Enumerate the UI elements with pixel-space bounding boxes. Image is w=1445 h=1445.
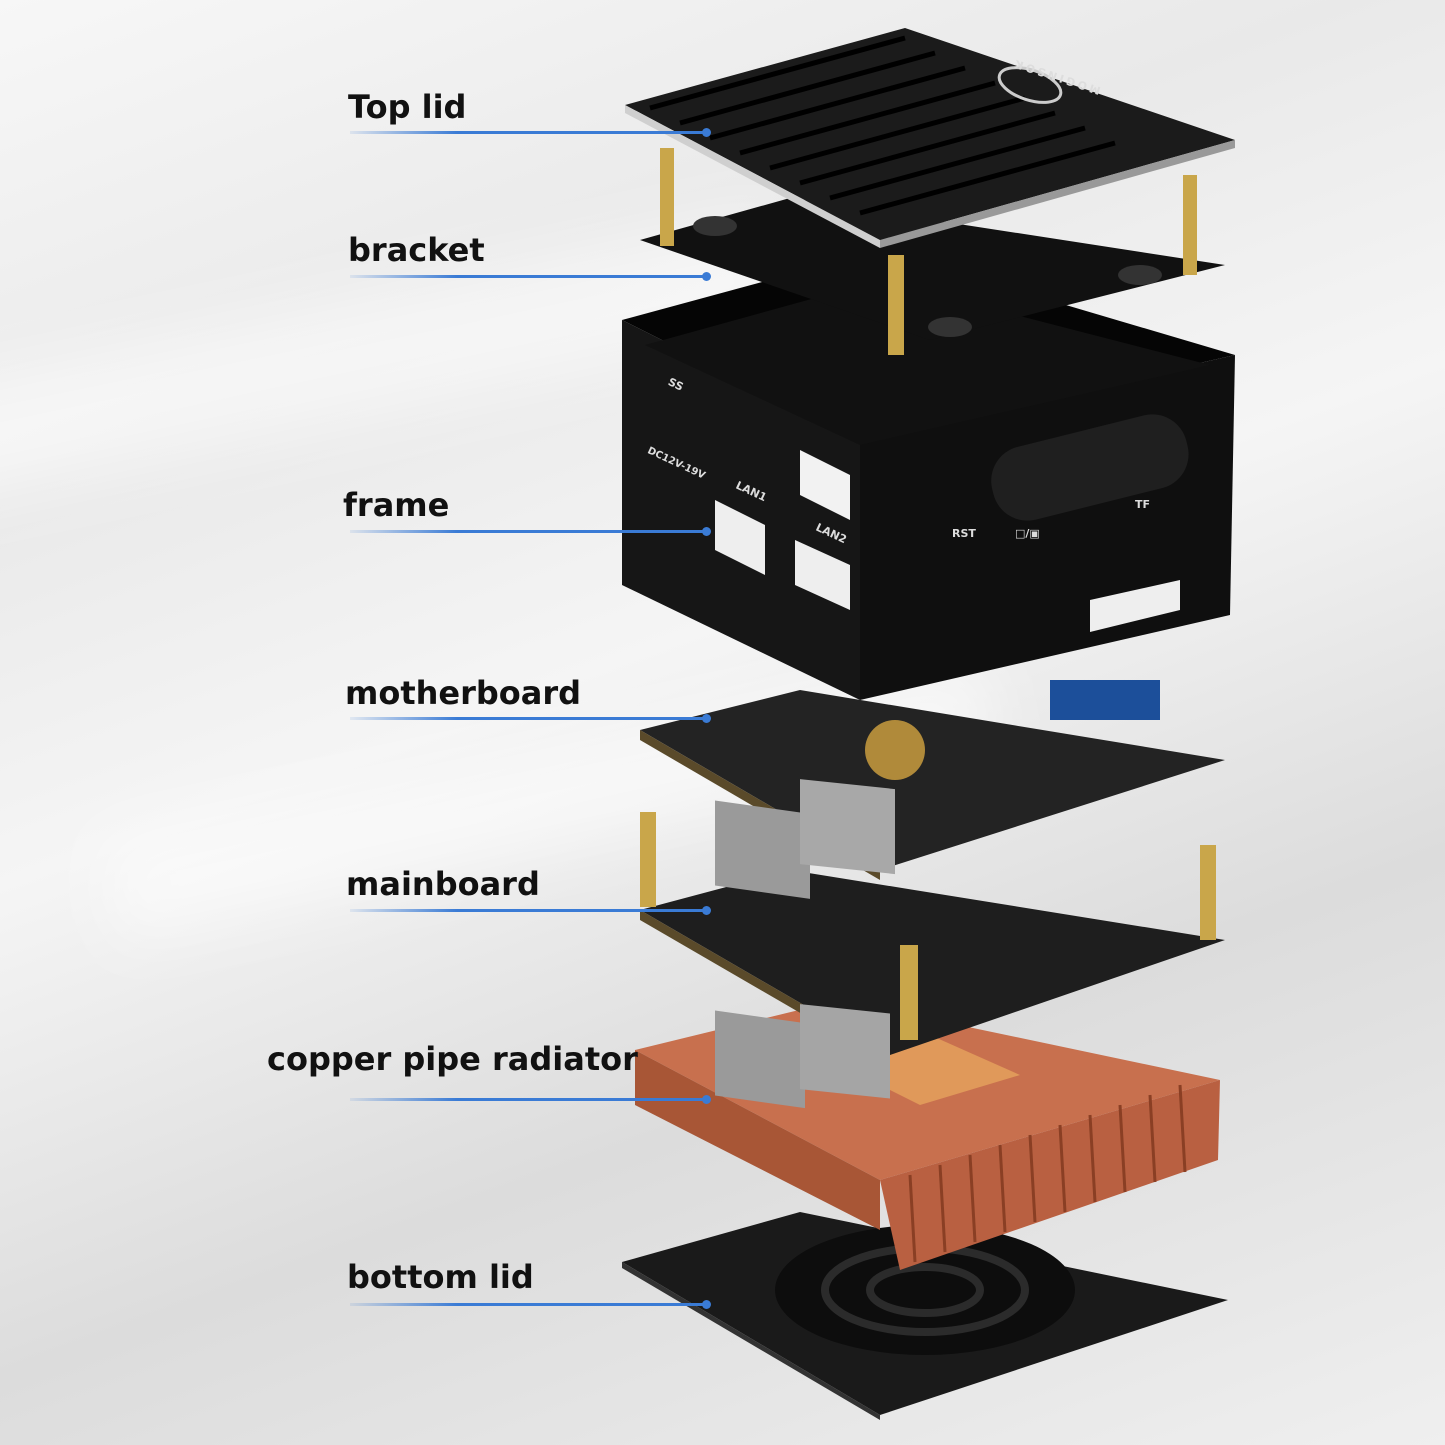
leader-line-bracket (350, 272, 711, 281)
bottom-lid-part (622, 1212, 1228, 1420)
label-copper-pipe-radiator: copper pipe radiator (267, 1040, 638, 1078)
display-marking: □/▣ (1015, 527, 1040, 540)
bracket-part (640, 148, 1225, 355)
leader-line-radiator (350, 1095, 711, 1104)
motherboard-part (640, 680, 1225, 899)
leader-line-bottom-lid (350, 1300, 711, 1309)
tf-marking: TF (1135, 498, 1151, 511)
frame-part (622, 250, 1235, 700)
leader-line-top-lid (350, 128, 711, 137)
mainboard-part (640, 812, 1225, 1109)
label-frame: frame (343, 486, 450, 524)
label-top-lid: Top lid (348, 88, 467, 126)
label-mainboard: mainboard (346, 865, 540, 903)
label-motherboard: motherboard (345, 674, 582, 712)
leader-line-mainboard (350, 906, 711, 915)
reset-marking: RST (952, 527, 976, 540)
label-bottom-lid: bottom lid (347, 1258, 534, 1296)
top-lid-part (625, 28, 1235, 248)
label-bracket: bracket (348, 231, 485, 269)
leader-line-motherboard (350, 714, 711, 723)
leader-line-frame (350, 527, 711, 536)
